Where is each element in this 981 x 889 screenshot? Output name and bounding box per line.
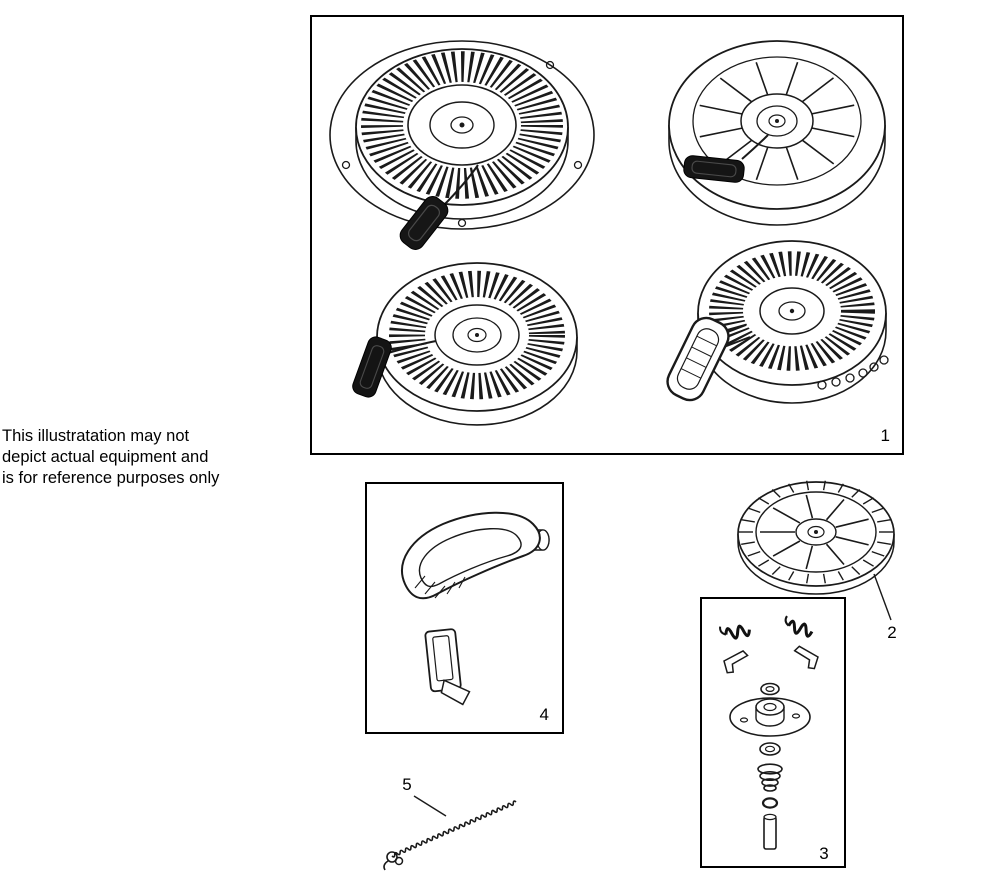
- part-1-drawing: 1: [329, 40, 890, 445]
- starter-handle-grip: [666, 316, 730, 402]
- disclaimer-line: is for reference purposes only: [2, 469, 220, 487]
- starter-assembly-bottom-right: [666, 240, 889, 404]
- part-3-drawing: 3: [718, 614, 829, 863]
- part-3-label: 3: [819, 844, 828, 863]
- starter-handle-grip: [399, 196, 449, 250]
- part-5-drawing: 5: [383, 775, 517, 871]
- part-5-label: 5: [402, 775, 411, 794]
- part-4-drawing: 4: [401, 511, 550, 724]
- clip-left: [723, 650, 749, 674]
- conical-spring: [757, 763, 783, 792]
- pulley-rim-ticks: [739, 480, 893, 584]
- pin: [763, 813, 777, 850]
- starter-retainer: [729, 697, 811, 737]
- part-2-label: 2: [887, 623, 896, 642]
- starter-handle-grip: [683, 155, 745, 183]
- disclaimer-line: This illustratation may not: [2, 427, 190, 445]
- recoil-spring-rope: [391, 800, 517, 858]
- rope-knot: [383, 851, 404, 871]
- part-1-label: 1: [881, 426, 890, 445]
- starter-handle: [401, 511, 550, 600]
- part-3-box: 3: [700, 597, 846, 868]
- part-5-leader-line: [413, 795, 447, 817]
- washer-bottom: [759, 742, 781, 756]
- spring-right: [781, 614, 816, 639]
- part-2-leader-line: [873, 573, 892, 621]
- pulley-spokes: [760, 494, 869, 570]
- disclaimer-text: This illustratation may not depict actua…: [2, 426, 302, 489]
- spring-left: [718, 619, 753, 643]
- washer-top: [760, 682, 780, 696]
- part-4-box: 4: [365, 482, 564, 734]
- starter-assembly-bottom-left: [352, 262, 578, 426]
- retainer-ring: [761, 797, 779, 809]
- part-4-label: 4: [540, 705, 549, 724]
- starter-assembly-top-left: [329, 40, 595, 250]
- pulley-drawing: [737, 480, 895, 595]
- clip-right: [793, 645, 819, 670]
- handle-insert: [424, 628, 471, 706]
- part-2-drawing: 2: [737, 480, 897, 642]
- starter-handle-grip: [352, 336, 392, 398]
- disclaimer-line: depict actual equipment and: [2, 448, 209, 466]
- part-1-box: 1: [310, 15, 904, 455]
- starter-assembly-top-right: [668, 40, 886, 226]
- housing-spokes: [699, 61, 855, 181]
